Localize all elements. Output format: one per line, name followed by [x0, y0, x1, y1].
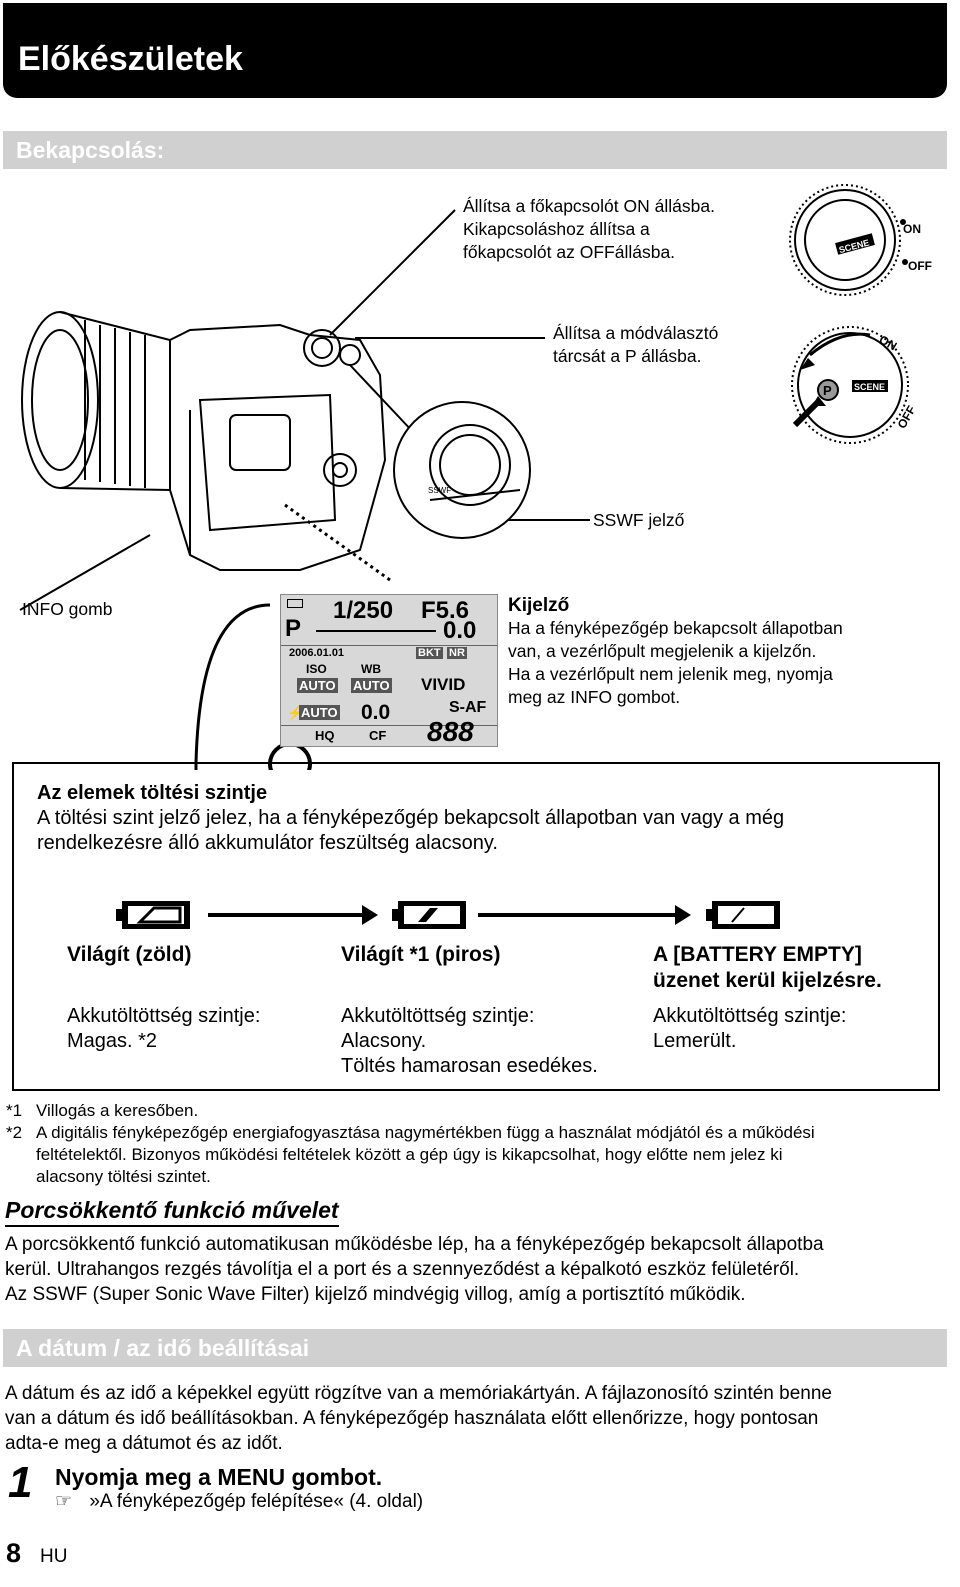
level-label: Akkutöltöttség szintje:: [67, 1005, 261, 1027]
section-bar-date-time: A dátum / az idő beállításai: [3, 1329, 947, 1367]
state-green-level: Akkutöltöttség szintje: Magas. *2: [67, 1004, 260, 1054]
shot-count: 888: [427, 716, 474, 747]
info-button-label: INFO gomb: [22, 599, 113, 619]
dust-heading-wrap: Porcsökkentő funkció művelet: [5, 1197, 339, 1227]
shutter-speed: 1/250: [333, 597, 394, 624]
dust-text: A porcsökkentő funkció automatikusan műk…: [5, 1232, 824, 1307]
footnote-line: feltételektől. Bizonyos működési feltéte…: [36, 1145, 783, 1164]
on-label: ON: [903, 222, 921, 236]
battery-box-title: Az elemek töltési szintje: [37, 782, 268, 804]
section-bar-power-on: Bekapcsolás:: [3, 131, 947, 169]
footnote-mark: *2: [6, 1123, 23, 1142]
quality: HQ: [315, 728, 335, 743]
dust-line: A porcsökkentő funkció automatikusan műk…: [5, 1234, 824, 1255]
display-description: Kijelző Ha a fényképezőgép bekapcsolt ál…: [508, 594, 843, 709]
exposure-value: 0.0: [443, 617, 477, 644]
date: 2006.01.01: [289, 647, 345, 659]
dust-heading: Porcsökkentő funkció művelet: [5, 1197, 339, 1227]
battery-box-desc: A töltési szint jelző jelez, ha a fényké…: [37, 806, 784, 856]
picture-mode: VIVID: [421, 675, 466, 694]
level-label: Akkutöltöttség szintje:: [341, 1005, 535, 1027]
mode-dial-callout: Állítsa a módválasztó tárcsát a P állásb…: [553, 322, 718, 368]
footnote-1: *1 Villogás a keresőben.: [6, 1100, 198, 1122]
flash-value: AUTO: [299, 705, 340, 720]
display-line: meg az INFO gombot.: [508, 687, 681, 707]
desc-line: A töltési szint jelző jelez, ha a fényké…: [37, 807, 785, 829]
section-title: Bekapcsolás:: [16, 137, 165, 163]
intro-line: A dátum és az idő a képekkel együtt rögz…: [5, 1383, 832, 1404]
display-line: Ha a vezérlőpult nem jelenik meg, nyomja: [508, 664, 833, 684]
level-label: Akkutöltöttség szintje:: [653, 1005, 847, 1027]
date-intro: A dátum és az idő a képekkel együtt rögz…: [5, 1381, 832, 1456]
callout-line: Állítsa a módválasztó: [553, 323, 719, 343]
state-red-level: Akkutöltöttség szintje: Alacsony. Töltés…: [341, 1004, 598, 1079]
aperture: F5.6: [421, 597, 470, 624]
step-number: 1: [8, 1458, 33, 1507]
reference-text: »A fényképezőgép felépítése« (4. oldal): [89, 1491, 424, 1512]
wb-value: AUTO: [351, 678, 392, 693]
iso-value: AUTO: [297, 678, 338, 693]
dust-line: kerül. Ultrahangos rezgés távolítja el a…: [5, 1259, 800, 1280]
battery-sequence: [116, 901, 780, 929]
svg-text:P: P: [823, 383, 832, 398]
footnote-mark: *1: [6, 1101, 23, 1120]
state-empty-heading: A [BATTERY EMPTY] üzenet kerül kijelzésr…: [653, 942, 882, 994]
reference-icon: ☞: [55, 1491, 73, 1512]
battery-full-icon: [116, 901, 190, 929]
flash-comp: 0.0: [361, 701, 391, 724]
mode-indicator: P: [285, 615, 302, 642]
battery-empty-icon: [706, 901, 780, 929]
intro-line: adta-e meg a dátumot és az időt.: [5, 1433, 283, 1454]
callout-line: Kikapcsoláshoz állítsa a: [463, 219, 650, 239]
iso-label: ISO: [306, 662, 327, 676]
level-line: Töltés hamarosan esedékes.: [341, 1055, 598, 1077]
section-title: A dátum / az idő beállításai: [16, 1335, 310, 1361]
level-line: Magas. *2: [67, 1030, 158, 1052]
heading-line: A [BATTERY EMPTY]: [653, 943, 862, 966]
footnote-2: *2: [6, 1122, 22, 1144]
footnote-text: Villogás a keresőben.: [36, 1101, 199, 1120]
battery-level-box: [12, 762, 940, 1091]
sswf-small-label: SSWF: [428, 486, 451, 495]
footnote-2-text: A digitális fényképezőgép energiafogyasz…: [36, 1122, 815, 1188]
battery-low-icon: [392, 901, 466, 929]
state-empty-level: Akkutöltöttség szintje: Lemerült.: [653, 1004, 846, 1054]
exposure-scale: [316, 630, 436, 632]
state-green-heading: Világít (zöld): [67, 943, 192, 966]
callout-line: főkapcsolót az OFFállásba.: [463, 242, 676, 262]
main-switch-callout: Állítsa a főkapcsolót ON állásba. Kikapc…: [463, 195, 715, 264]
heading-line: üzenet kerül kijelzésre.: [653, 969, 882, 992]
af-mode: S-AF: [449, 699, 487, 716]
display-title: Kijelző: [508, 595, 570, 616]
svg-text:SCENE: SCENE: [854, 382, 885, 392]
callout-line: Állítsa a főkapcsolót ON állásba.: [463, 196, 715, 216]
off-label: OFF: [908, 259, 932, 273]
battery-icon: [287, 599, 303, 608]
level-line: Lemerült.: [653, 1030, 737, 1052]
language-code: HU: [40, 1546, 68, 1567]
dust-line: Az SSWF (Super Sonic Wave Filter) kijelz…: [5, 1284, 746, 1305]
control-panel-display: 1/250 F5.6 P 0.0 2006.01.01 BKT NR ISO A…: [280, 594, 498, 747]
level-line: Alacsony.: [341, 1030, 427, 1052]
step-text: Nyomja meg a MENU gombot.: [55, 1464, 383, 1490]
display-line: Ha a fényképezőgép bekapcsolt állapotban: [508, 618, 843, 638]
display-line: van, a vezérlőpult megjelenik a kijelzőn…: [508, 641, 817, 661]
page-title: Előkészületek: [18, 40, 243, 78]
footnote-line: A digitális fényképezőgép energiafogyasz…: [36, 1123, 815, 1142]
card-type: CF: [369, 728, 387, 743]
svg-text:OFF: OFF: [895, 403, 919, 431]
bkt-badge: BKT: [416, 647, 443, 659]
camera-illustration: SSWF SCENE ON OFF SCENE P ON OFF: [19, 184, 932, 770]
step-reference: ☞ »A fényképezőgép felépítése« (4. oldal…: [55, 1490, 423, 1513]
callout-line: tárcsát a P állásba.: [553, 346, 702, 366]
desc-line: rendelkezésre álló akkumulátor feszültsé…: [37, 832, 498, 854]
title-bar: Előkészületek: [3, 3, 947, 98]
intro-line: van a dátum és idő beállításokban. A fén…: [5, 1408, 819, 1429]
state-red-heading: Világít *1 (piros): [341, 943, 501, 966]
page-number: 8: [6, 1538, 22, 1568]
footnote-line: alacsony töltési szintet.: [36, 1167, 211, 1186]
wb-label: WB: [361, 662, 381, 676]
sswf-label: SSWF jelző: [593, 510, 685, 530]
nr-badge: NR: [447, 647, 467, 659]
